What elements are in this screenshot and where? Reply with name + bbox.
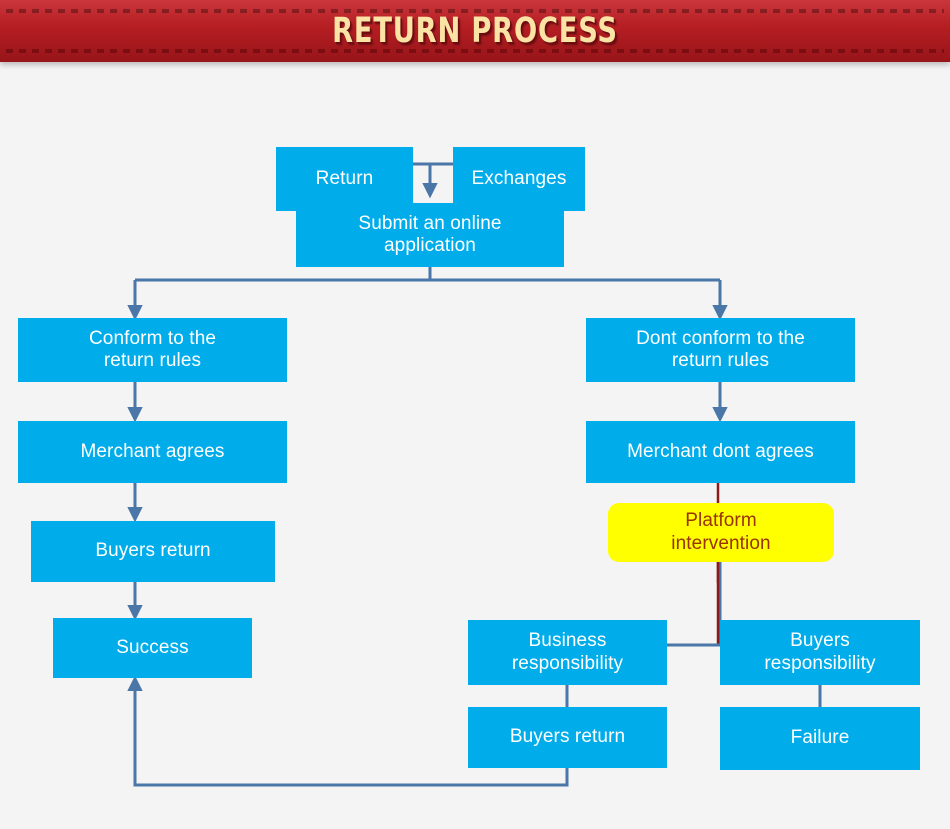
node-buyers-return-left[interactable]: Buyers return: [31, 521, 275, 582]
node-success-label: Success: [116, 636, 189, 658]
node-not-conform-line2: return rules: [671, 350, 770, 371]
node-failure[interactable]: Failure: [720, 707, 920, 770]
node-merchant-agrees[interactable]: Merchant agrees: [18, 421, 287, 483]
node-success[interactable]: Success: [53, 618, 252, 678]
node-submit-line1: Submit an online: [358, 212, 502, 234]
node-submit-application[interactable]: Submit an online application: [296, 203, 564, 267]
node-conform-line1: Conform to the: [88, 327, 217, 349]
node-buyers-return-left-label: Buyers return: [95, 540, 211, 562]
node-exchanges[interactable]: Exchanges: [453, 147, 585, 211]
node-platform-intervention[interactable]: Platform intervention: [608, 503, 834, 562]
node-return[interactable]: Return: [276, 147, 413, 211]
node-business-resp-line2: responsibility: [511, 652, 624, 674]
node-merchant-dont-agrees[interactable]: Merchant dont agrees: [586, 421, 855, 483]
node-platform-line2: intervention: [671, 532, 771, 554]
node-buyers-responsibility[interactable]: Buyers responsibility: [720, 620, 920, 685]
node-buyers-return-right[interactable]: Buyers return: [468, 707, 667, 768]
node-conform-line2: return rules: [103, 350, 202, 371]
node-platform-line1: Platform: [685, 510, 757, 532]
node-buyers-resp-line2: responsibility: [764, 652, 876, 674]
node-exchanges-label: Exchanges: [471, 167, 567, 189]
node-dont-conform-to-return-rules[interactable]: Dont conform to the return rules: [586, 318, 855, 382]
page-title: RETURN PROCESS: [332, 11, 618, 51]
header-banner: RETURN PROCESS: [0, 0, 950, 62]
node-not-conform-line1: Dont conform to the: [636, 327, 805, 349]
node-merchant-agrees-label: Merchant agrees: [80, 440, 225, 462]
node-buyers-return-right-label: Buyers return: [509, 726, 626, 748]
node-failure-label: Failure: [790, 727, 850, 749]
flow-canvas: Return Exchanges Submit an online applic…: [0, 62, 950, 829]
edge-feedback-loop: [127, 675, 569, 787]
node-business-resp-line1: Business: [528, 630, 607, 652]
node-buyers-resp-line1: Buyers: [790, 630, 850, 652]
node-business-responsibility[interactable]: Business responsibility: [468, 620, 667, 685]
node-conform-to-return-rules[interactable]: Conform to the return rules: [18, 318, 287, 382]
node-submit-line2: application: [384, 235, 476, 256]
node-merchant-dont-agrees-label: Merchant dont agrees: [627, 440, 814, 462]
node-return-label: Return: [315, 167, 374, 189]
